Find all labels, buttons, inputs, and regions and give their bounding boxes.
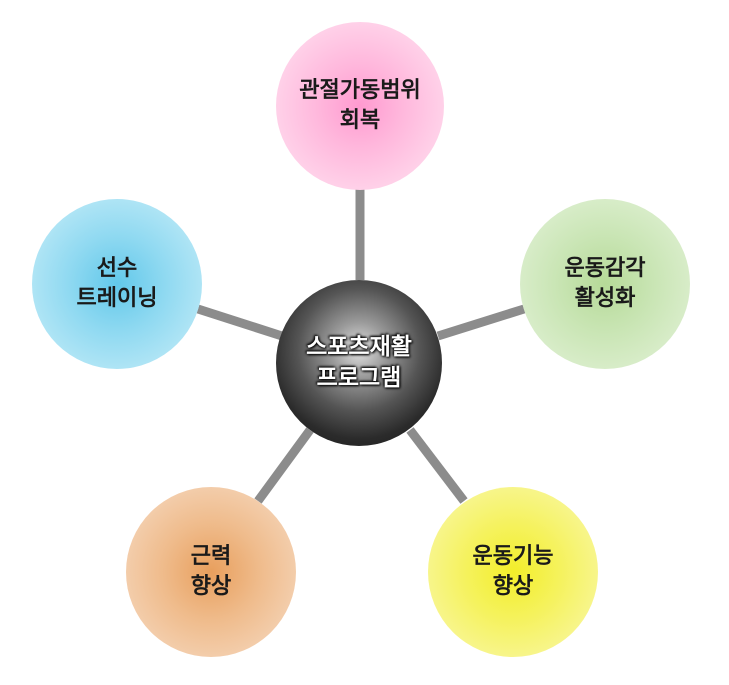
- node-label-line2: 트레이닝: [76, 286, 158, 311]
- connector-proprio: [436, 304, 526, 341]
- node-label: 운동기능 향상: [473, 542, 554, 602]
- connector-athlete: [196, 304, 284, 341]
- node-motor-function: 운동기능 향상: [428, 487, 598, 657]
- node-range-of-motion: 관절가동범위 회복: [276, 22, 444, 190]
- node-label: 선수 트레이닝: [77, 254, 158, 314]
- node-label-line2: 향상: [492, 574, 534, 599]
- node-athlete-training: 선수 트레이닝: [32, 199, 202, 369]
- node-label-line1: 운동기능: [472, 544, 554, 569]
- hub-label-line1: 스포츠재활: [306, 334, 412, 360]
- connector-motor: [406, 427, 468, 504]
- connector-strength: [254, 427, 314, 504]
- hub-label-line2: 프로그램: [316, 365, 402, 391]
- node-label-line2: 향상: [190, 574, 232, 599]
- node-label: 관절가동범위 회복: [299, 76, 420, 136]
- node-label: 근력 향상: [191, 542, 231, 602]
- hub-node-sports-rehab-program: 스포츠재활 프로그램: [276, 280, 442, 446]
- node-proprioception: 운동감각 활성화: [520, 199, 690, 369]
- node-muscle-strength: 근력 향상: [126, 487, 296, 657]
- node-label: 운동감각 활성화: [565, 254, 646, 314]
- node-label-line1: 선수: [96, 256, 138, 281]
- node-label-line1: 운동감각: [564, 256, 646, 281]
- node-label-line1: 관절가동범위: [299, 78, 421, 103]
- hub-label: 스포츠재활 프로그램: [306, 332, 412, 394]
- node-label-line2: 회복: [339, 108, 381, 133]
- node-label-line2: 활성화: [574, 286, 636, 311]
- node-label-line1: 근력: [190, 544, 232, 569]
